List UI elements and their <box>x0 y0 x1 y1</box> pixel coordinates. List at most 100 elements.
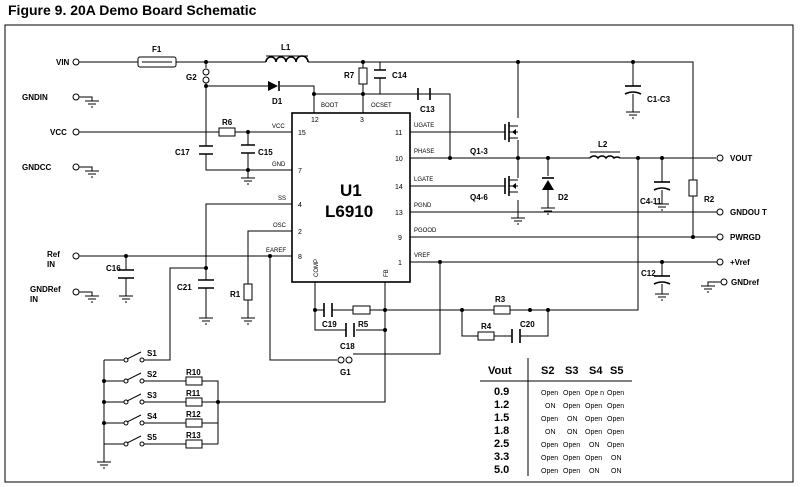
table-row-s5: Open <box>607 390 624 397</box>
label-s3: S3 <box>147 391 157 400</box>
pin-phase-name: PHASE <box>414 149 434 155</box>
label-s4: S4 <box>147 412 157 421</box>
resistor-r1: R1 <box>230 283 253 301</box>
table-row-s3: Open <box>563 468 580 475</box>
label-r5: R5 <box>358 320 369 329</box>
ground-icon <box>241 317 255 325</box>
table-row-s3: Open <box>563 403 580 410</box>
terminal-vcc-label: VCC <box>50 128 67 137</box>
pin-ocset-name: OCSET <box>371 103 392 109</box>
wires <box>78 61 722 462</box>
table-row-vout: 0.9 <box>494 386 509 398</box>
label-c12: C12 <box>641 269 656 278</box>
chip-part: L6910 <box>325 202 373 221</box>
junctions <box>102 60 695 425</box>
pin-phase-num: 10 <box>395 156 403 163</box>
pin-ugate-name: UGATE <box>414 123 434 129</box>
terminal-vin-label: VIN <box>56 58 70 67</box>
pin-boot-num: 12 <box>311 117 319 124</box>
label-c411: C4-11 <box>640 197 662 206</box>
capacitor-c21: C21 <box>177 274 214 292</box>
label-f1: F1 <box>152 45 162 54</box>
terminal-gndref-label: GNDref <box>731 278 759 287</box>
resistor-r11: R11 <box>185 389 203 407</box>
inductor-l2: L2 <box>589 140 621 160</box>
pin-ss-name: SS <box>278 196 286 202</box>
ground-icon <box>85 100 99 108</box>
terminal-ref-in-label-1: Ref <box>47 250 60 259</box>
ground-symbols <box>85 100 715 469</box>
label-c17: C17 <box>175 148 190 157</box>
label-l1: L1 <box>281 43 291 52</box>
pin-comp-name: COMP <box>314 259 320 277</box>
table-row-s2: Open <box>541 390 558 397</box>
capacitor-c17: C17 <box>175 145 213 157</box>
resistor-r4: R4 <box>477 322 495 341</box>
jumper-g2: G2 <box>186 68 210 86</box>
ground-icon <box>655 293 669 301</box>
label-s2: S2 <box>147 370 157 379</box>
resistor-r3: R3 <box>493 295 511 315</box>
table-row-s2: ON <box>545 403 556 410</box>
table-row-vout: 5.0 <box>494 464 509 476</box>
label-c16: C16 <box>106 264 121 273</box>
terminal-pwrgd-label: PWRGD <box>730 233 761 242</box>
ic-u1: 12 BOOT 3 OCSET VCC 15 GND 7 SS 4 OSC 2 … <box>266 103 437 283</box>
inductor-l1: L1 <box>265 43 309 63</box>
label-r10: R10 <box>186 368 201 377</box>
terminal-gndref-in-label-2: IN <box>30 295 38 304</box>
ground-icon <box>241 177 255 185</box>
resistor-r6: R6 <box>218 118 236 137</box>
ground-icon <box>85 170 99 178</box>
pin-gnd-num: 7 <box>298 168 302 175</box>
label-s5: S5 <box>147 433 157 442</box>
table-row-vout: 2.5 <box>494 438 509 450</box>
table-row-s2: Open <box>541 468 558 475</box>
label-s1: S1 <box>147 349 157 358</box>
table-row-s2: ON <box>545 429 556 436</box>
table-row-s5: ON <box>611 455 622 462</box>
pin-lgate-name: LGATE <box>414 177 433 183</box>
terminal-vref: +Vref <box>716 258 750 267</box>
label-c18: C18 <box>340 342 355 351</box>
table-row-s4: ON <box>589 468 600 475</box>
pin-earef-num: 8 <box>298 254 302 261</box>
jumper-g1: G1 <box>337 356 353 377</box>
schematic-frame <box>4 24 794 483</box>
ground-icon <box>541 207 555 215</box>
ground-icon <box>655 203 669 211</box>
terminal-gndin-label: GNDIN <box>22 93 48 102</box>
terminal-gndout: GNDOU T <box>716 208 767 217</box>
terminal-gndref-in: GNDRef IN <box>30 285 80 304</box>
label-c19: C19 <box>322 320 337 329</box>
terminal-ref-in: Ref IN <box>47 250 80 269</box>
table-row-vout: 1.8 <box>494 425 509 437</box>
terminal-vref-label: +Vref <box>730 258 750 267</box>
pin-vref-name: VREF <box>414 253 430 259</box>
diode-d2: D2 <box>542 177 569 202</box>
label-q46: Q4-6 <box>470 193 488 202</box>
resistor-r2: R2 <box>688 179 715 204</box>
terminal-gndcc-label: GNDCC <box>22 163 52 172</box>
table-row-s5: Open <box>607 442 624 449</box>
table-row-s4: Open <box>585 403 602 410</box>
terminal-gndin: GNDIN <box>22 93 80 102</box>
label-r7: R7 <box>344 71 355 80</box>
capacitor-c12: C12 <box>641 269 671 285</box>
label-r13: R13 <box>186 431 201 440</box>
terminal-vcc: VCC <box>50 128 80 137</box>
table-row-vout: 1.2 <box>494 399 509 411</box>
ground-icon <box>511 217 525 225</box>
capacitor-c13: C13 <box>417 88 435 114</box>
terminal-vout-label: VOUT <box>730 154 752 163</box>
resistor-r12: R12 <box>185 410 203 428</box>
fuse-f1: F1 <box>137 45 177 68</box>
mosfet-q4-6: Q4-6 <box>470 176 518 202</box>
table-row-s3: ON <box>567 429 578 436</box>
label-q13: Q1-3 <box>470 147 488 156</box>
pin-ss-num: 4 <box>298 202 302 209</box>
resistor-r10: R10 <box>185 368 203 386</box>
capacitor-c4-11: C4-11 <box>640 181 671 206</box>
label-c21: C21 <box>177 283 192 292</box>
